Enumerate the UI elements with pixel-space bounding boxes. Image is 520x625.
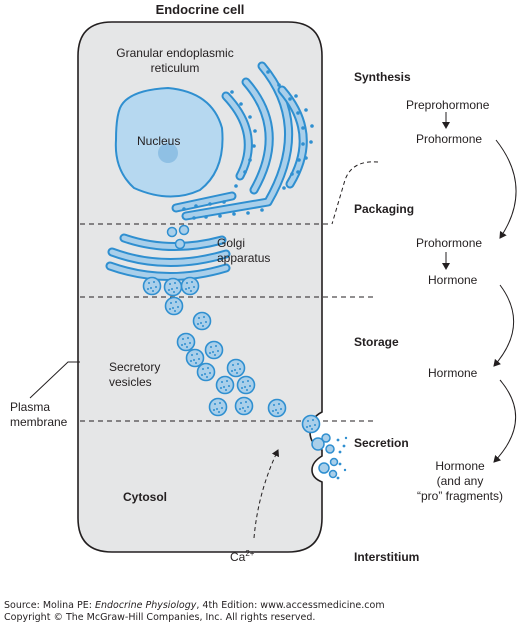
released-granules (336, 436, 348, 480)
transport-vesicle (174, 238, 186, 250)
ribosome-dot (248, 115, 252, 119)
secretory-vesicle (301, 414, 321, 434)
stage-synthesis: Synthesis (354, 70, 411, 84)
endoplasmic-reticulum (171, 61, 308, 221)
ribosome-dot (222, 200, 226, 204)
ribosome-dot (232, 212, 236, 216)
secretory-vesicle (164, 296, 184, 316)
ribosome-dot (230, 90, 234, 94)
arrow-storage-to-secretion (493, 379, 517, 463)
secretory-vesicle (176, 332, 196, 352)
product-hormone-secretion: Hormone (and any “pro” fragments) (416, 459, 504, 503)
golgi-apparatus (105, 233, 231, 282)
nucleolus (158, 143, 178, 163)
ribosome-dot (301, 126, 305, 130)
exocytosis (311, 433, 339, 479)
ribosome-dot (253, 129, 257, 133)
plasma-membrane-label: Plasma membrane (10, 400, 68, 429)
secretory-vesicle (234, 396, 254, 416)
product-preprohormone: Preprohormone (406, 98, 490, 112)
ribosome-dot (297, 158, 301, 162)
ribosome-dot (309, 140, 313, 144)
ribosome-dot (260, 208, 264, 212)
secretory-vesicle (196, 362, 216, 382)
secretory-vesicle (215, 375, 235, 395)
secretory-vesicle (163, 277, 183, 297)
nucleus-label: Nucleus (137, 134, 181, 148)
ribosome-dot (204, 215, 208, 219)
secretory-vesicle (236, 375, 256, 395)
cytosol-label: Cytosol (123, 490, 168, 504)
ribosome-dot (288, 97, 292, 101)
plasma-membrane-leader (29, 361, 80, 399)
calcium-symbol: Ca (230, 550, 246, 564)
calcium-arrow (253, 449, 280, 539)
ribosome-dot (194, 204, 198, 208)
ribosome-dot (243, 170, 247, 174)
ribosome-dot (296, 111, 300, 115)
secretory-vesicle (142, 276, 162, 296)
ribosome-dot (252, 144, 256, 148)
stage-storage: Storage (354, 335, 399, 349)
ribosome-dot (277, 83, 281, 87)
calcium-charge: 2+ (245, 549, 255, 558)
ribosome-dot (248, 158, 252, 162)
secretory-vesicle (192, 311, 212, 331)
secretory-vesicle (226, 358, 246, 378)
ribosome-dot (182, 207, 186, 211)
vesicles-label: Secretory vesicles (109, 360, 161, 389)
product-prohormone-synthesis: Prohormone (416, 132, 483, 146)
product-hormone-storage: Hormone (428, 366, 478, 380)
ribosome-dot (301, 142, 305, 146)
er-label: Granular endoplasmic reticulum (116, 46, 234, 75)
copyright: Copyright © The McGraw-Hill Companies, I… (4, 612, 316, 623)
stage-packaging: Packaging (354, 202, 415, 216)
ribosome-dot (234, 184, 238, 188)
transport-vesicle (178, 224, 190, 236)
ribosome-dot (310, 124, 314, 128)
secretory-vesicle (208, 397, 228, 417)
secretory-vesicle (267, 398, 287, 418)
calcium-label: Ca2+ (230, 546, 254, 565)
secretory-vesicle (185, 348, 205, 368)
ribosomes (182, 70, 314, 220)
golgi-label: Golgi apparatus (217, 236, 271, 265)
ribosome-dot (208, 202, 212, 206)
stage-interstitium: Interstitium (354, 550, 420, 564)
arrow-packaging-to-storage (493, 284, 514, 367)
source-credit: Source: Molina PE: Endocrine Physiology,… (4, 600, 385, 611)
arrow-synthesis-to-packaging (495, 139, 517, 239)
ribosome-dot (282, 186, 286, 190)
secretory-vesicle (204, 340, 224, 360)
transport-vesicle (166, 226, 178, 238)
secretory-vesicles (142, 276, 321, 434)
ribosome-dot (290, 172, 294, 176)
ribosome-dot (218, 214, 222, 218)
ribosome-dot (239, 102, 243, 106)
product-hormone-packaging: Hormone (428, 273, 478, 287)
ribosome-dot (296, 170, 300, 174)
diagram-title: Endocrine cell (155, 2, 245, 17)
ribosome-dot (266, 70, 270, 74)
stage-secretion: Secretion (354, 436, 409, 450)
nucleus (114, 86, 224, 198)
product-prohormone-packaging: Prohormone (416, 236, 483, 250)
secretory-vesicle (180, 276, 200, 296)
packaging-connector (331, 161, 379, 225)
ribosome-dot (294, 94, 298, 98)
ribosome-dot (246, 211, 250, 215)
ribosome-dot (304, 156, 308, 160)
ribosome-dot (192, 216, 196, 220)
ribosome-dot (304, 108, 308, 112)
